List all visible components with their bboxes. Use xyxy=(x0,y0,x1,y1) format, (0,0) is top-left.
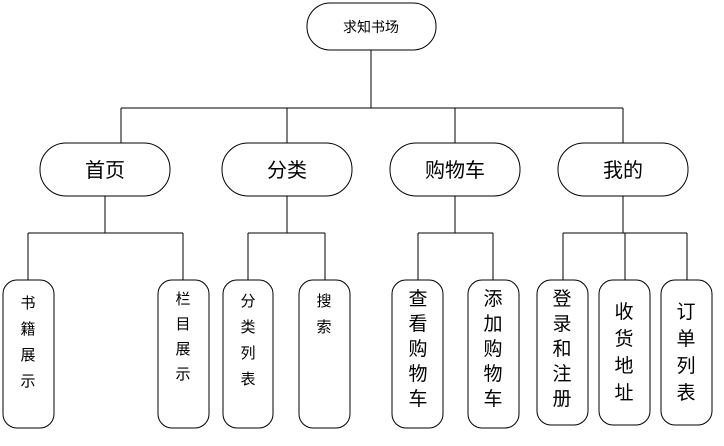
root-node: 求知书场 xyxy=(306,2,437,51)
connector-lines xyxy=(27,50,688,280)
root-node-label: 求知书场 xyxy=(343,19,399,36)
leaf-node-book-display: 书籍展示 xyxy=(2,279,55,429)
leaf-node-order-list: 订单列表 xyxy=(660,279,713,426)
leaf-book-display-label: 书籍展示 xyxy=(20,294,35,390)
leaf-search-label: 搜索 xyxy=(316,292,331,336)
category-node-cart: 购物车 xyxy=(389,142,521,197)
category-home-label: 首页 xyxy=(85,158,125,182)
leaf-shipping-address-label: 收货地址 xyxy=(614,301,633,404)
leaf-node-add-cart: 添加购物车 xyxy=(467,279,520,429)
leaf-node-column-display: 栏目展示 xyxy=(157,279,210,429)
leaf-add-cart-label: 添加购物车 xyxy=(483,288,502,410)
leaf-order-list-label: 订单列表 xyxy=(676,301,695,404)
leaf-category-list-label: 分类列表 xyxy=(240,292,255,388)
leaf-node-login-register: 登录和注册 xyxy=(536,279,589,426)
category-node-home: 首页 xyxy=(39,142,171,197)
leaf-node-category-list: 分类列表 xyxy=(222,279,274,429)
category-cart-label: 购物车 xyxy=(425,158,485,182)
leaf-login-register-label: 登录和注册 xyxy=(552,288,571,410)
leaf-node-shipping-address: 收货地址 xyxy=(598,279,651,426)
leaf-node-search: 搜索 xyxy=(298,279,351,429)
category-mine-label: 我的 xyxy=(603,158,643,182)
category-node-classify: 分类 xyxy=(221,142,353,197)
category-classify-label: 分类 xyxy=(267,158,307,182)
leaf-column-display-label: 栏目展示 xyxy=(175,290,190,383)
leaf-view-cart-label: 查看购物车 xyxy=(408,288,427,410)
leaf-node-view-cart: 查看购物车 xyxy=(391,279,444,429)
category-node-mine: 我的 xyxy=(557,142,689,197)
